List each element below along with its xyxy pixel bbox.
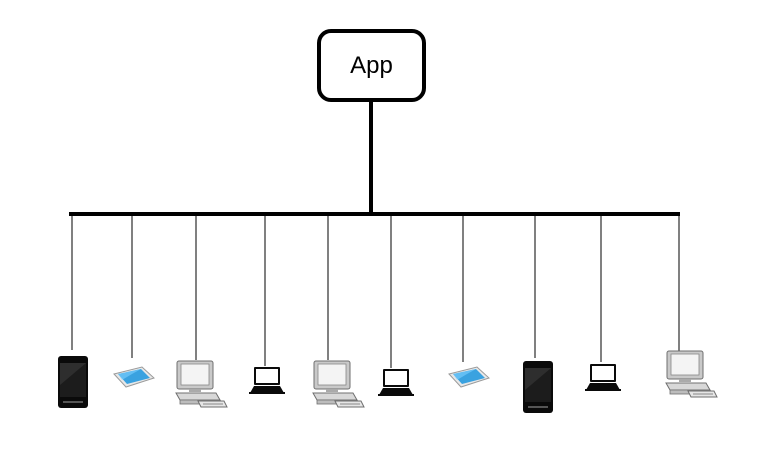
app-label: App: [350, 51, 393, 79]
desktop-icon: [174, 360, 228, 408]
laptop-icon: [377, 368, 415, 396]
app-node: App: [317, 29, 426, 102]
desktop-icon: [311, 360, 365, 408]
laptop-icon: [248, 366, 286, 394]
laptop-icon: [584, 363, 622, 391]
tablet-icon: [112, 366, 156, 388]
phone-tower-icon: [57, 355, 89, 409]
desktop-icon: [664, 350, 718, 398]
phone-tower-icon: [522, 360, 554, 414]
tablet-icon: [447, 366, 491, 388]
